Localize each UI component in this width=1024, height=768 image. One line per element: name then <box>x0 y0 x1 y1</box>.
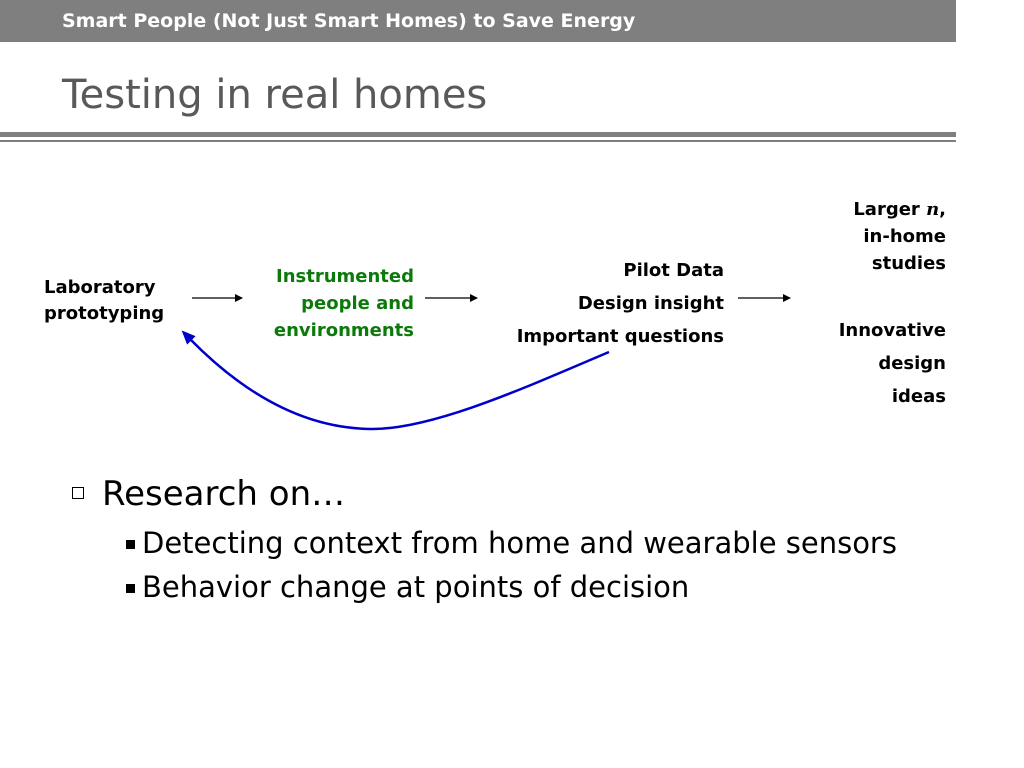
larger-n: n <box>926 199 940 220</box>
node-innovative-line: Innovative <box>838 320 946 341</box>
node-larger-line: studies <box>871 253 946 274</box>
node-lab-line: prototyping <box>44 303 165 324</box>
hollow-square-bullet-icon <box>72 487 84 499</box>
node-innovative-ideas: Innovative design ideas <box>790 314 946 413</box>
larger-suffix: , <box>939 199 946 220</box>
header-title: Smart People (Not Just Smart Homes) to S… <box>62 10 636 32</box>
node-pilot-line: Pilot Data <box>623 260 724 281</box>
node-laboratory-prototyping: Laboratory prototyping <box>44 275 164 327</box>
node-innovative-line: design <box>878 353 946 374</box>
node-larger-studies: Larger n, in-home studies <box>790 196 946 277</box>
node-larger-line: in-home <box>863 226 946 247</box>
title-divider-thin <box>0 140 956 142</box>
node-instrumented-line: Instrumented <box>276 266 414 287</box>
feedback-arrow <box>181 330 610 431</box>
node-pilot-line: Important questions <box>516 326 724 347</box>
square-bullet-icon <box>126 540 135 549</box>
bullet-level2-text: Detecting context from home and wearable… <box>142 526 897 560</box>
node-innovative-line: ideas <box>891 386 946 407</box>
node-pilot-line: Design insight <box>577 293 724 314</box>
node-instrumented-line: people and <box>301 293 414 314</box>
node-instrumented-line: environments <box>273 320 414 341</box>
slide-title: Testing in real homes <box>62 72 488 118</box>
bullet-level2: Detecting context from home and wearable… <box>126 526 897 560</box>
bullet-level1-text: Research on… <box>102 474 346 514</box>
node-lab-line: Laboratory <box>44 277 156 298</box>
bullet-level2: Behavior change at points of decision <box>126 570 689 604</box>
node-pilot-data: Pilot Data Design insight Important ques… <box>470 254 724 353</box>
title-divider-thick <box>0 132 956 137</box>
header-bar: Smart People (Not Just Smart Homes) to S… <box>0 0 956 42</box>
node-larger-line1: Larger n, <box>790 196 946 223</box>
node-instrumented: Instrumented people and environments <box>240 263 414 344</box>
bullet-level1: Research on… <box>72 474 345 514</box>
square-bullet-icon <box>126 584 135 593</box>
bullet-level2-text: Behavior change at points of decision <box>142 570 690 604</box>
larger-prefix: Larger <box>853 199 927 220</box>
